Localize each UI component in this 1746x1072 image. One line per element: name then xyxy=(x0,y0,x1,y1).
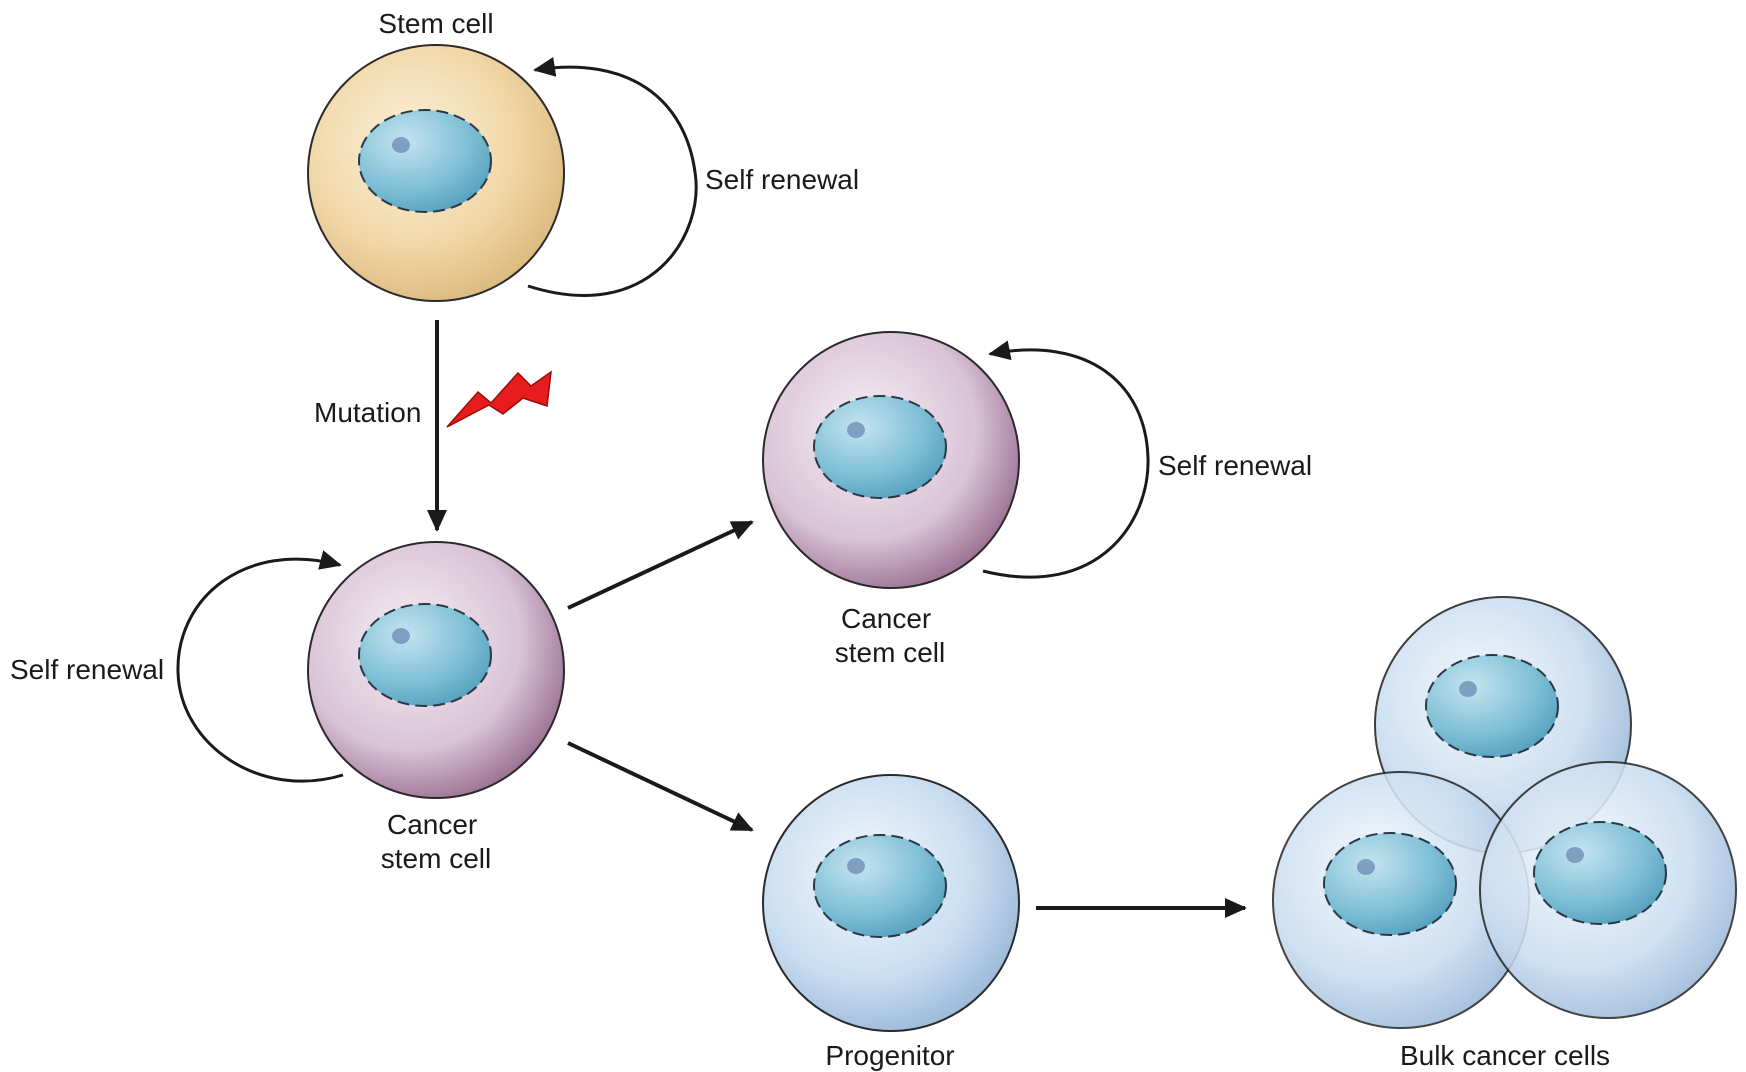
cancer-stem-cell-left-label-line2: stem cell xyxy=(381,843,491,874)
cancer-stem-cell-right-label-line2: stem cell xyxy=(835,637,945,668)
cancer-stem-cell-left-label: Cancer stem cell xyxy=(381,809,491,874)
cancer-stem-cell-left xyxy=(308,542,564,798)
progenitor-cell xyxy=(763,775,1019,1031)
differentiation-arrow-to-cancer-stem-cell xyxy=(568,522,752,608)
cancer-stem-cell-right xyxy=(763,332,1019,588)
progenitor-label: Progenitor xyxy=(825,1040,954,1071)
cancer-stem-cell-right-label: Cancer stem cell xyxy=(835,603,945,668)
differentiation-arrow-to-progenitor xyxy=(568,743,752,830)
mutation-label: Mutation xyxy=(314,397,421,428)
self-renewal-label-left: Self renewal xyxy=(10,654,164,685)
bulk-cancer-cell-right xyxy=(1480,762,1736,1018)
cancer-stem-cell-left-label-line1: Cancer xyxy=(387,809,477,840)
lightning-bolt-icon xyxy=(447,372,551,427)
self-renewal-label-right: Self renewal xyxy=(1158,450,1312,481)
cancer-stem-cell-right-label-line1: Cancer xyxy=(841,603,931,634)
stem-cell-label: Stem cell xyxy=(378,8,493,39)
bulk-cancer-cells-label: Bulk cancer cells xyxy=(1400,1040,1610,1071)
self-renewal-label-top: Self renewal xyxy=(705,164,859,195)
stem-cell xyxy=(308,45,564,301)
bulk-cancer-cells xyxy=(1273,597,1736,1028)
